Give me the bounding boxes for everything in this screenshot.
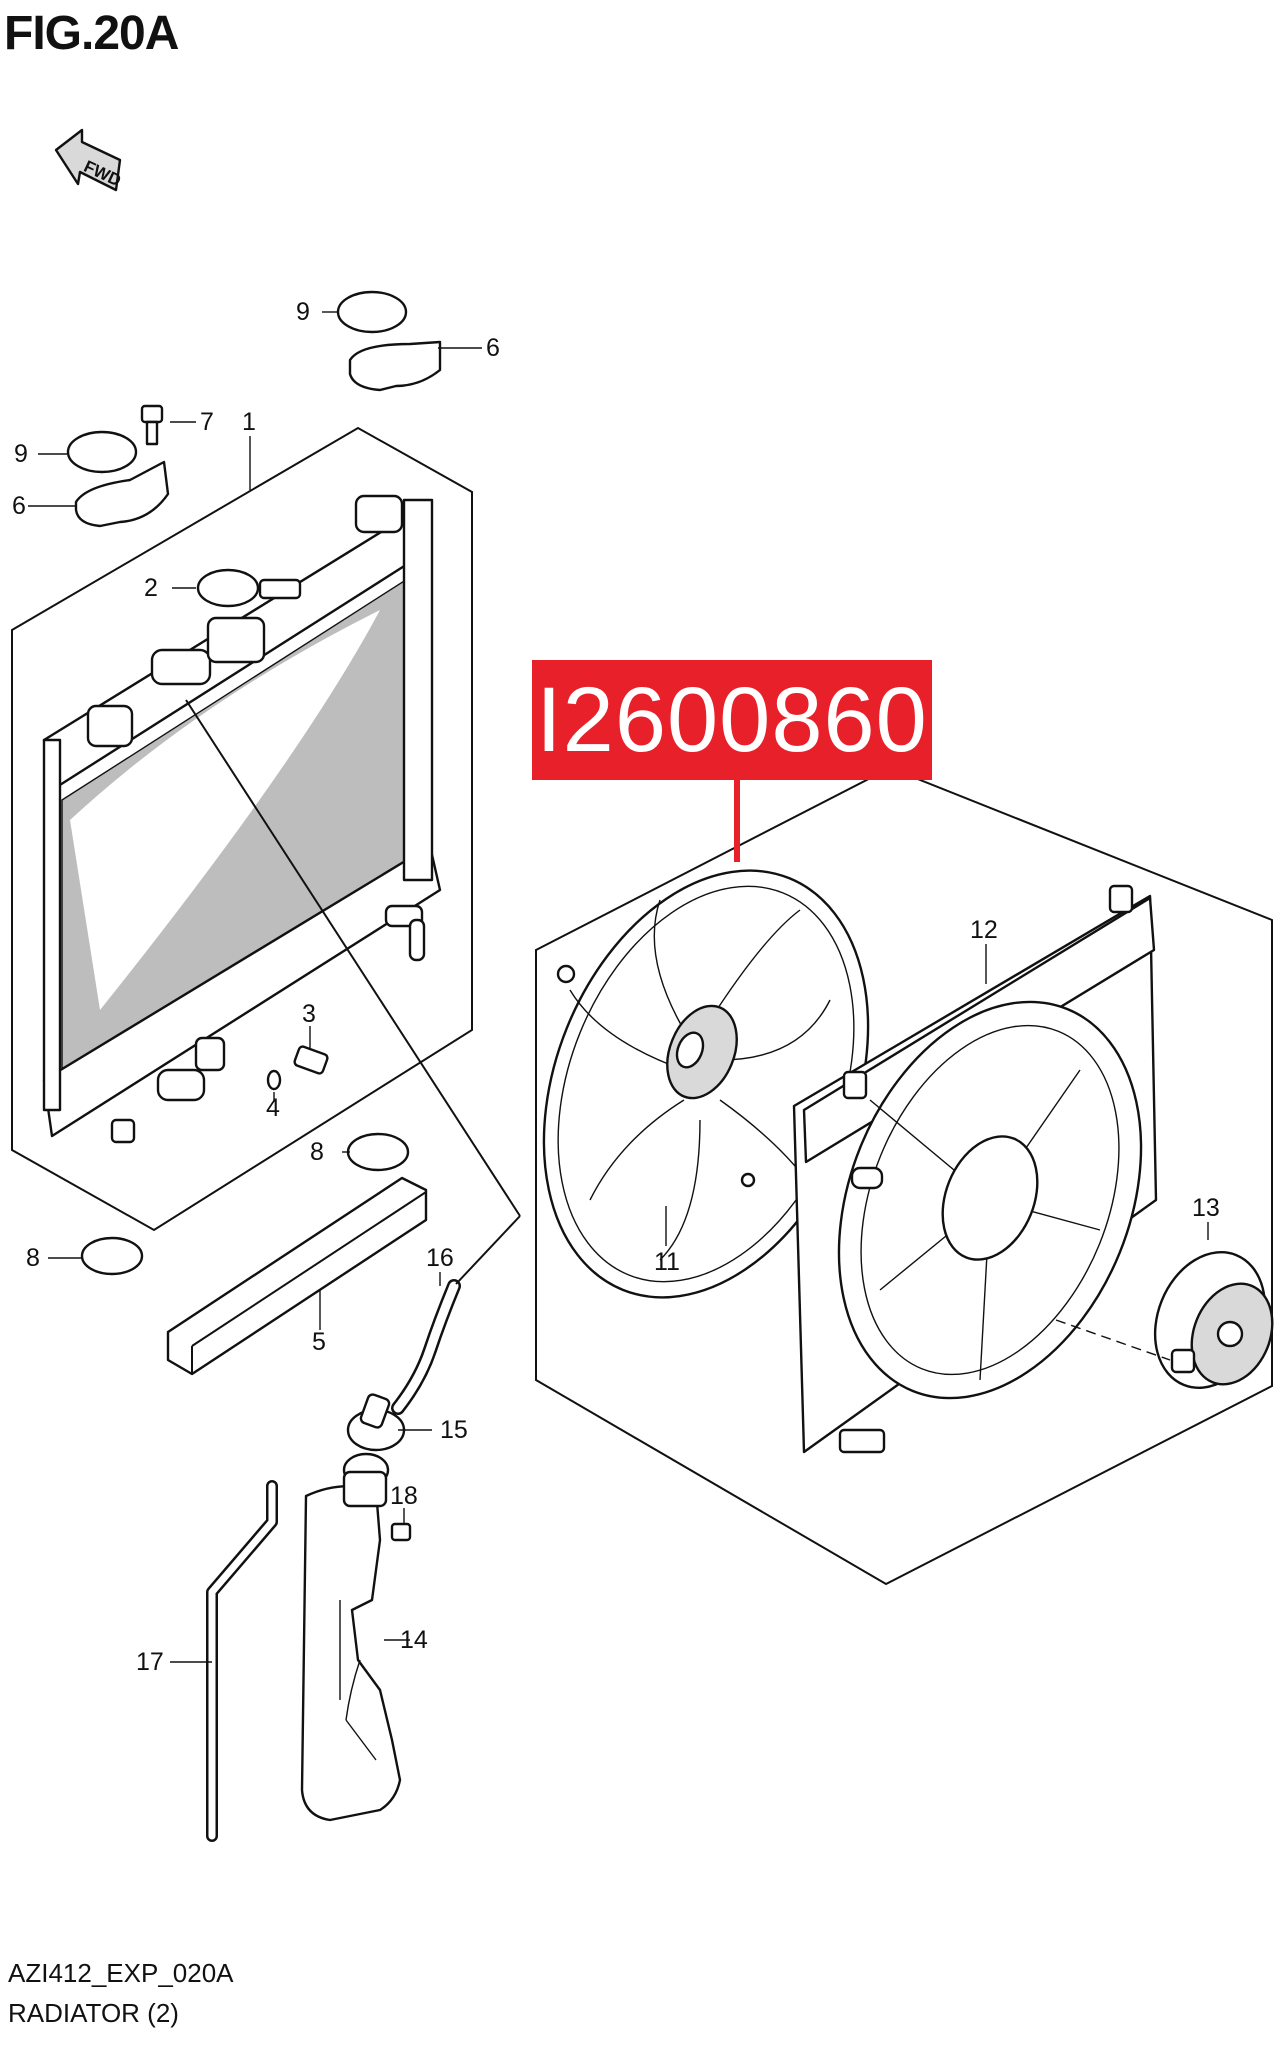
callout-8-lower: 8: [26, 1244, 40, 1272]
callout-12: 12: [970, 916, 998, 944]
radiator-cap: [196, 568, 260, 608]
routing-line-motor: [1055, 1319, 1171, 1361]
routing-line-filler: [185, 699, 521, 1217]
cushion-upper-right: [336, 290, 408, 334]
figure-name: RADIATOR (2): [8, 1998, 179, 2028]
shroud-screw: [740, 1172, 756, 1188]
radiator-core: [42, 494, 442, 1144]
callout-13: 13: [1192, 1194, 1220, 1222]
bracket-left: [74, 460, 170, 528]
fan-shroud: [792, 884, 1158, 1454]
leader-lines: [28, 311, 1209, 1663]
callout-5: 5: [312, 1328, 326, 1356]
callout-2: 2: [144, 574, 158, 602]
highlight-callout-pointer: [734, 780, 740, 862]
callout-14: 14: [400, 1626, 428, 1654]
fan-motor: [1153, 1251, 1274, 1389]
cushion-left: [66, 430, 138, 474]
bolt: [140, 404, 164, 446]
drain-plug-o-ring: [266, 1069, 282, 1091]
figure-title: FIG.20A: [4, 7, 179, 60]
reservoir-cap: [346, 1393, 406, 1452]
routing-line-hose: [455, 1215, 521, 1285]
callout-9-left: 9: [14, 440, 28, 468]
callout-11: 11: [654, 1248, 680, 1276]
callout-17: 17: [136, 1648, 164, 1676]
callout-1: 1: [242, 408, 256, 436]
highlight-part-number-callout: I2600860: [532, 660, 932, 780]
drain-plug: [293, 1045, 329, 1075]
callout-18: 18: [390, 1482, 418, 1510]
callout-9-upper: 9: [296, 298, 310, 326]
seal-strip: [166, 1176, 428, 1376]
callout-4: 4: [266, 1094, 280, 1122]
cushion-lower-right: [346, 1132, 410, 1172]
callout-6-left: 6: [12, 492, 26, 520]
callout-6-upper: 6: [486, 334, 500, 362]
callout-8-upper: 8: [310, 1138, 324, 1166]
mount-nut: [556, 964, 576, 984]
callout-3: 3: [302, 1000, 316, 1028]
callout-7: 7: [200, 408, 214, 436]
callout-16: 16: [426, 1244, 454, 1272]
cushion-lower-left: [80, 1236, 144, 1276]
bracket-upper-right: [348, 340, 442, 392]
reservoir-tank: [300, 1452, 402, 1822]
forward-arrow-icon: FWD: [54, 128, 124, 192]
tank-bolt: [390, 1522, 412, 1542]
overflow-hose: [206, 1480, 278, 1842]
callout-15: 15: [440, 1416, 468, 1444]
radiator-group-outline: [11, 426, 473, 1232]
figure-code: AZI412_EXP_020A: [8, 1958, 234, 1988]
